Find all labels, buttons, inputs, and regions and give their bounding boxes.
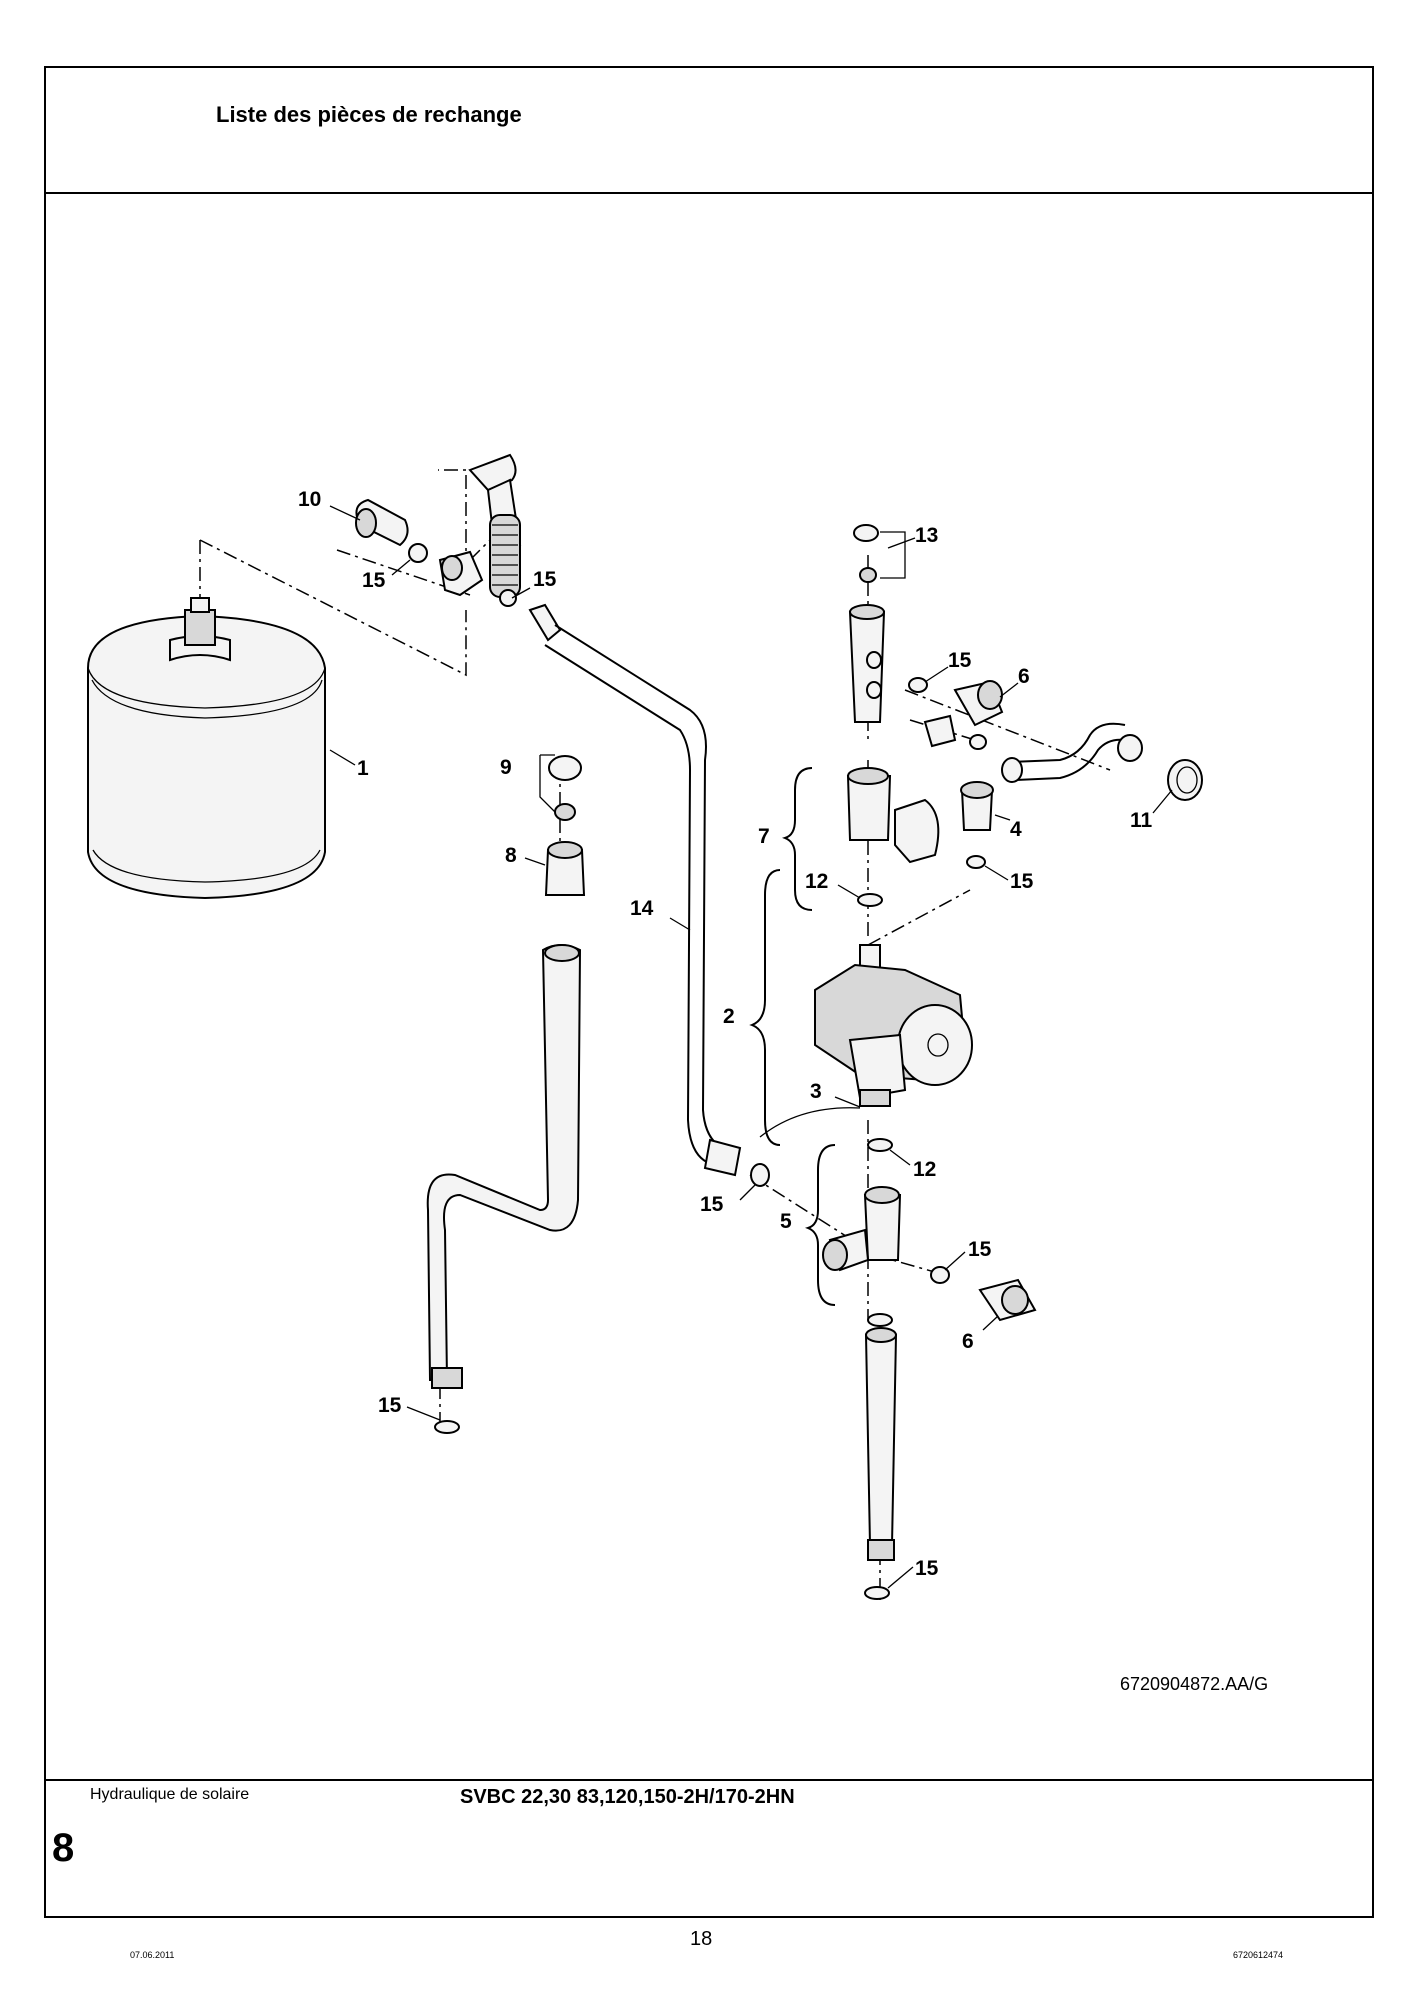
callout-15-g: 15 [378, 1394, 402, 1417]
page-number: 18 [690, 1928, 713, 1950]
callout-15-d: 15 [1010, 870, 1034, 893]
callout-10: 10 [298, 488, 321, 511]
page-frame [44, 66, 1374, 1918]
callout-15-a: 15 [362, 569, 386, 592]
footer-section-name: Hydraulique de solaire [90, 1786, 250, 1803]
cold-pipe-assembly [426, 755, 586, 1434]
chapter-number: 8 [52, 1826, 75, 1870]
callout-15-h: 15 [915, 1557, 939, 1580]
drawing-reference: 6720904872.AA/G [1120, 1674, 1268, 1694]
callout-8: 8 [505, 844, 517, 867]
callout-7: 7 [758, 825, 770, 848]
solar-hose [528, 603, 770, 1187]
callout-6-bottom: 6 [962, 1330, 974, 1353]
callout-9: 9 [500, 756, 512, 779]
circulation-pump [759, 944, 973, 1152]
callout-labels: 1 2 3 4 5 6 6 7 8 9 10 11 12 12 13 14 15… [298, 488, 1268, 1694]
callout-1: 1 [357, 757, 369, 780]
callout-6-top: 6 [1018, 665, 1030, 688]
callout-12-bottom: 12 [913, 1158, 936, 1181]
tee-fitting [408, 543, 517, 607]
leader-lines [329, 505, 1173, 1589]
print-date: 07.06.2011 [130, 1950, 175, 1960]
footer-divider [44, 1779, 1374, 1781]
callout-3: 3 [810, 1080, 822, 1103]
callout-11: 11 [1130, 809, 1153, 832]
callout-4: 4 [1010, 818, 1022, 841]
check-valve [822, 1186, 1037, 1322]
expansion-vessel [87, 597, 326, 900]
callout-15-e: 15 [700, 1193, 724, 1216]
callout-14: 14 [630, 897, 654, 920]
callout-12-top: 12 [805, 870, 828, 893]
callout-15-c: 15 [948, 649, 972, 672]
footer-model: SVBC 22,30 83,120,150-2H/170-2HN [460, 1786, 795, 1808]
group-braces [539, 531, 906, 1306]
callout-5: 5 [780, 1210, 792, 1233]
header-divider [44, 192, 1374, 194]
callout-15-b: 15 [533, 568, 557, 591]
flow-meter-assembly [846, 524, 1203, 907]
return-pipe [864, 1313, 898, 1600]
callout-13: 13 [915, 524, 938, 547]
document-number: 6720612474 [1233, 1950, 1284, 1960]
page-title: Liste des pièces de rechange [216, 102, 522, 127]
callout-2: 2 [723, 1005, 735, 1028]
callout-15-f: 15 [968, 1238, 992, 1261]
elbow-fitting [355, 453, 522, 598]
assembly-guide-lines [199, 469, 1111, 1600]
